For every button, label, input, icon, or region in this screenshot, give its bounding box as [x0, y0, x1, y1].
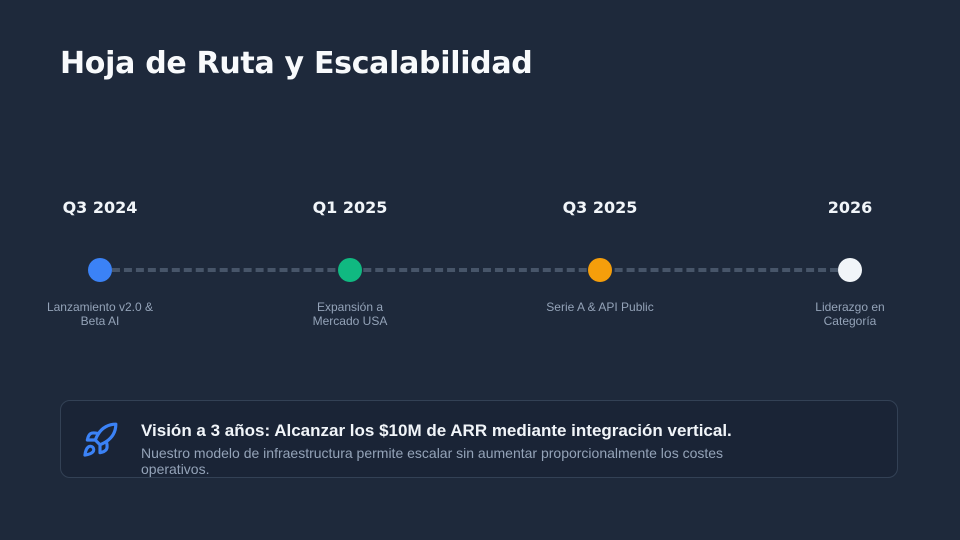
vision-headline: Visión a 3 años: Alcanzar los $10M de AR… [141, 421, 732, 440]
milestone-label: Expansión a Mercado USA [312, 300, 388, 328]
page-title: Hoja de Ruta y Escalabilidad [60, 46, 533, 81]
milestone-dot [588, 258, 612, 282]
milestone-dot [88, 258, 112, 282]
milestone-q3-2024: Q3 2024 Lanzamiento v2.0 & Beta AI [20, 198, 180, 328]
rocket-icon [81, 421, 119, 459]
milestone-q1-2025: Q1 2025 Expansión a Mercado USA [270, 198, 430, 328]
milestone-2026: 2026 Liderazgo en Categoría [770, 198, 930, 328]
milestone-date: Q3 2025 [562, 198, 638, 217]
vision-callout: Visión a 3 años: Alcanzar los $10M de AR… [60, 400, 898, 478]
milestone-dot [338, 258, 362, 282]
milestone-label: Serie A & API Public [546, 300, 654, 314]
milestone-q3-2025: Q3 2025 Serie A & API Public [520, 198, 680, 314]
milestone-label: Liderazgo en Categoría [815, 300, 885, 328]
milestone-date: Q3 2024 [62, 198, 138, 217]
timeline-connector [100, 268, 850, 272]
milestone-date: Q1 2025 [312, 198, 388, 217]
milestone-date: 2026 [827, 198, 873, 217]
milestone-label: Lanzamiento v2.0 & Beta AI [46, 300, 154, 328]
milestone-dot [838, 258, 862, 282]
vision-body: Nuestro modelo de infraestructura permit… [141, 445, 724, 477]
